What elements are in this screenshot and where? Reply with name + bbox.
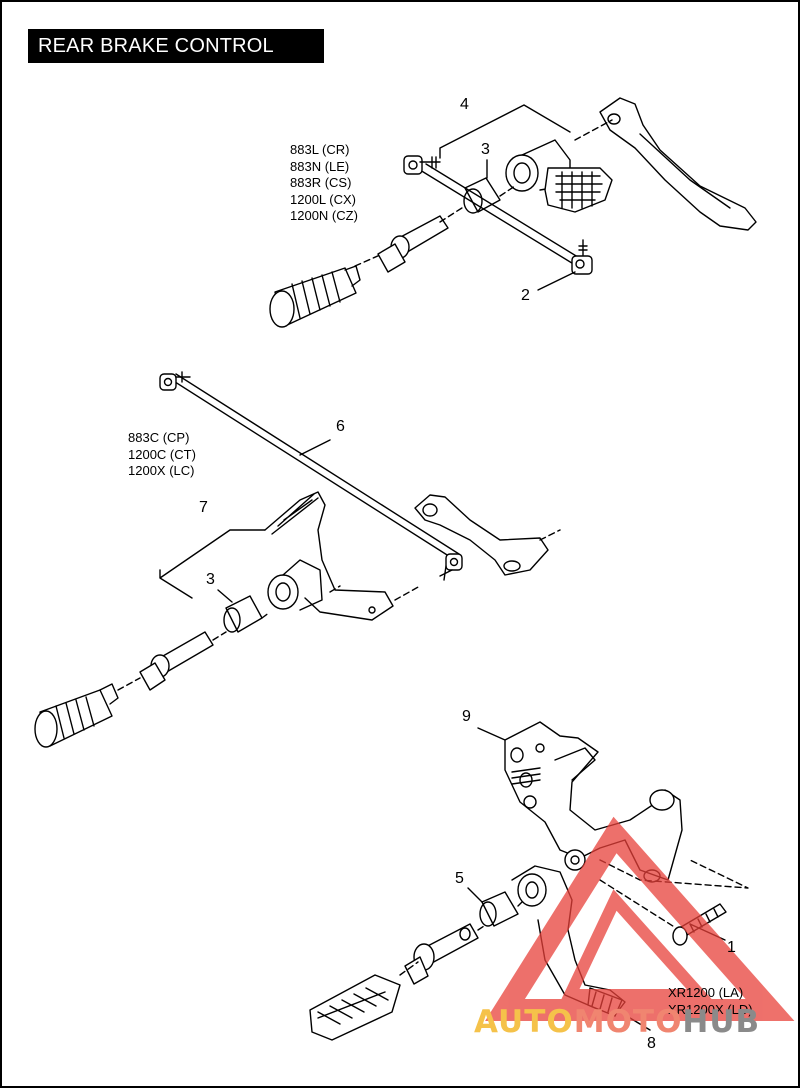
watermark-part: HUB [682, 1004, 761, 1040]
middle-axis-line [117, 529, 561, 691]
top-pedal-pivot-housing [505, 139, 613, 213]
bottom-axis-line [399, 859, 749, 976]
callout-4-top-bracket [439, 104, 571, 159]
watermark-part: AUTO [474, 1004, 574, 1040]
model-label: 1200C (CT) [128, 446, 196, 462]
middle-pedal-pivot [264, 491, 394, 621]
callout-5: 5 [455, 870, 464, 887]
bottom-bushing [479, 891, 519, 927]
callout-2-leader [537, 271, 576, 291]
middle-footpeg [34, 683, 119, 748]
model-label: 883L (CR) [290, 142, 350, 157]
bottom-clevis-pin [404, 923, 479, 985]
bottom-footpeg [309, 974, 401, 1041]
bottom-mount-bracket [504, 721, 683, 883]
model-label: 1200L (CX) [290, 191, 356, 207]
model-label: XR1200X (LD) [668, 1001, 753, 1017]
callout-7: 7 [199, 499, 208, 516]
callout-1: 1 [727, 939, 736, 956]
watermark-text: AUTOMOTOHUB [474, 1004, 760, 1040]
top-brake-pedal [599, 97, 757, 231]
middle-clevis-pin [139, 631, 214, 691]
top-clevis-pin [377, 215, 449, 273]
model-label: 883R (CS) [290, 175, 352, 190]
callout-3-top: 3 [481, 141, 490, 158]
callout-6: 6 [336, 418, 345, 435]
callout-2: 2 [521, 287, 530, 304]
callout-9-leader [477, 727, 506, 741]
watermark-logo [485, 816, 795, 1021]
callout-6-leader [299, 439, 331, 456]
callout-4-top: 4 [460, 96, 469, 113]
page-title: REAR BRAKE CONTROL [28, 29, 324, 63]
callout-5-leader [467, 887, 483, 903]
top-axis-line [354, 119, 613, 267]
callout-9: 9 [462, 708, 471, 725]
callout-8: 8 [647, 1035, 656, 1052]
model-label: XR1200 (LA) [668, 985, 744, 1000]
middle-pedal-arm [414, 494, 549, 576]
watermark-part: MOTO [573, 1004, 683, 1040]
model-label: 883N (LE) [290, 158, 350, 174]
model-label: 1200N (CZ) [290, 208, 358, 223]
model-group-middle: 883C (CP) 1200C (CT) 1200X (LC) [128, 430, 196, 480]
model-group-top: 883L (CR) 883N (LE) 883R (CS) 1200L (CX)… [290, 142, 358, 225]
top-footpeg [269, 265, 361, 328]
model-label: 1200X (LC) [128, 463, 195, 478]
callout-3-middle: 3 [206, 571, 215, 588]
callout-7-bracket [159, 529, 266, 599]
middle-bushing [223, 595, 263, 633]
model-group-bottom: XR1200 (LA) XR1200X (LD) [668, 985, 753, 1018]
middle-brake-rod [159, 371, 463, 581]
top-brake-rod [403, 155, 593, 275]
callout-3-mid-leader [217, 589, 233, 603]
model-label: 883C (CP) [128, 430, 190, 445]
